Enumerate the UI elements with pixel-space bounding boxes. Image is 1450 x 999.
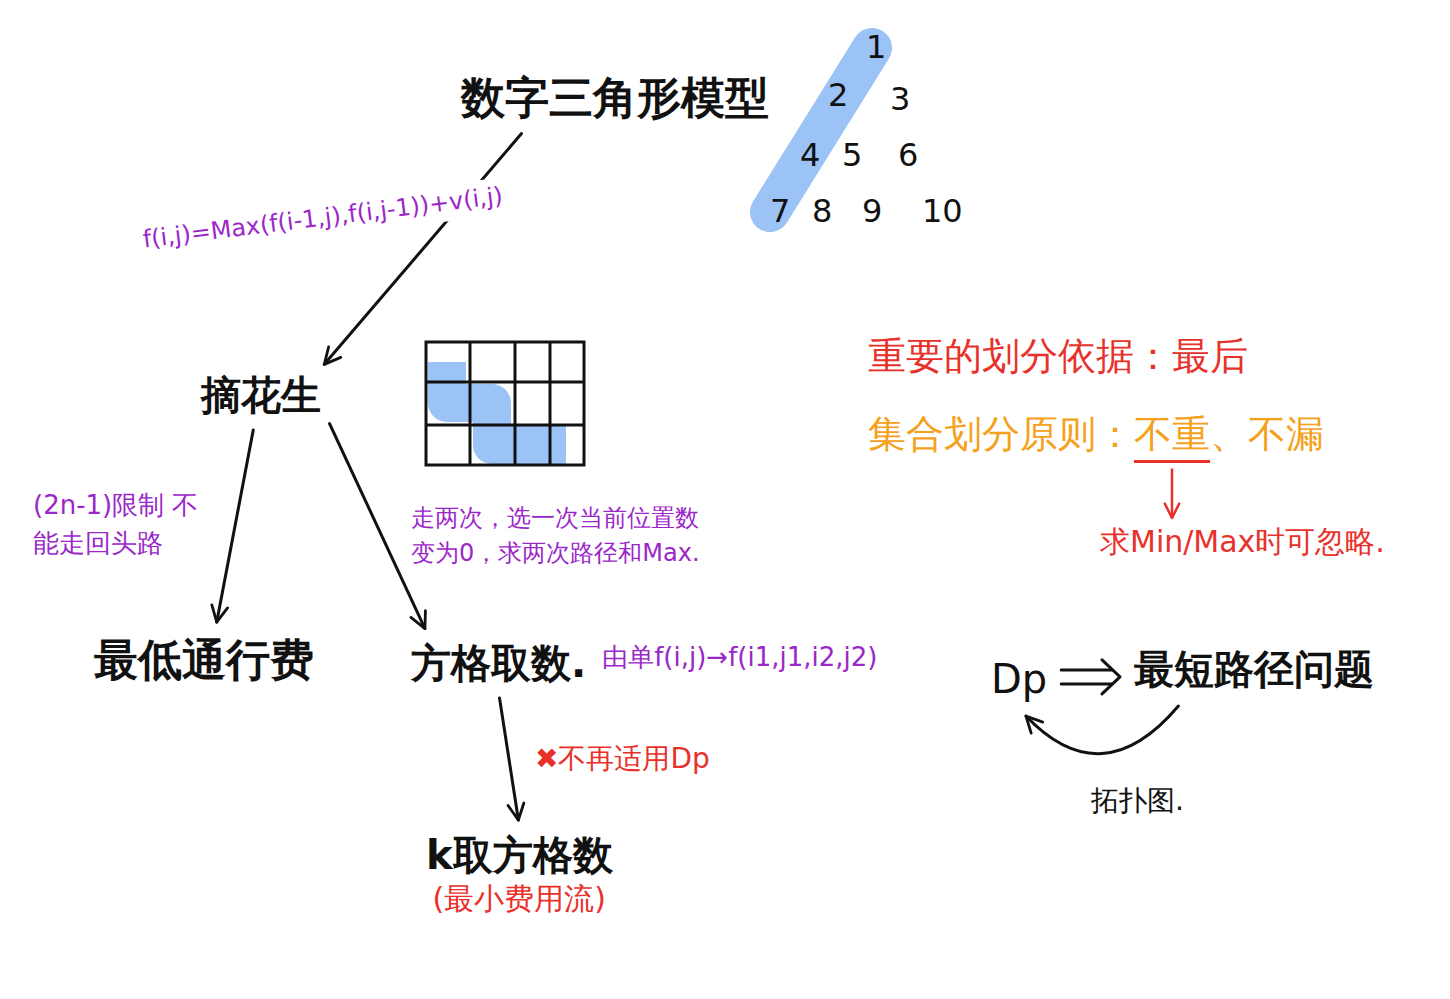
grid-line bbox=[514, 342, 517, 465]
node-title: k取方格数 bbox=[426, 830, 613, 880]
grid-outline bbox=[426, 342, 584, 465]
note-text: 求Min/Max时可忽略. bbox=[1100, 524, 1385, 560]
connector bbox=[1061, 660, 1120, 694]
grid-path-highlight bbox=[447, 362, 566, 445]
node-title: 最低通行费 bbox=[94, 632, 314, 687]
edge-label: ✖不再适用Dp bbox=[532, 738, 713, 781]
triangle-number: 6 bbox=[898, 136, 918, 174]
triangle-number: 1 bbox=[866, 28, 886, 66]
triangle-number: 4 bbox=[800, 136, 820, 174]
note-text: 集合划分原则： bbox=[868, 412, 1134, 458]
grid-line bbox=[426, 381, 584, 384]
topic-node: 方格取数. bbox=[405, 634, 592, 692]
topic-node: k取方格数(最小费用流) bbox=[420, 826, 619, 922]
note-text: 由单f(i,j)→f(i1,j1,i2,j2) bbox=[602, 642, 877, 673]
connector bbox=[324, 134, 521, 365]
node-title: 数字三角形模型 bbox=[461, 70, 769, 125]
grid-line bbox=[426, 424, 584, 427]
connector bbox=[1026, 706, 1178, 754]
node-title: Dp bbox=[991, 654, 1047, 704]
edge-label: f(i,j)=Max(f(i-1,j),f(i,j-1))+v(i,j) bbox=[138, 177, 508, 258]
note-arrow bbox=[1171, 469, 1174, 518]
node-title: 方格取数. bbox=[411, 638, 586, 688]
highlight-band bbox=[770, 48, 872, 212]
topic-node: 数字三角形模型 bbox=[455, 66, 775, 129]
note-text: 、不漏 bbox=[1210, 412, 1324, 458]
edge-label: (2n-1)限制 不能走回头路 bbox=[30, 486, 208, 563]
triangle-number: 2 bbox=[828, 76, 848, 114]
note-text: 重要的划分依据：最后 bbox=[868, 334, 1248, 380]
grid-line bbox=[549, 342, 552, 465]
topic-node: 最短路径问题 bbox=[1128, 640, 1380, 698]
note-text: 不重 bbox=[1134, 412, 1210, 463]
topic-node: 最低通行费 bbox=[88, 628, 320, 691]
triangle-number: 3 bbox=[890, 80, 910, 118]
connector bbox=[217, 430, 254, 622]
connector bbox=[500, 698, 519, 820]
edge-label: 走两次，选一次当前位置数变为0，求两次路径和Max. bbox=[408, 500, 714, 572]
edge-label: 拓扑图. bbox=[1088, 780, 1187, 823]
node-note: (最小费用流) bbox=[426, 880, 613, 918]
triangle-number: 5 bbox=[842, 136, 862, 174]
topic-node: 摘花生 bbox=[195, 366, 327, 424]
triangle-number: 9 bbox=[862, 192, 882, 230]
topic-node: Dp bbox=[985, 650, 1053, 708]
grid-line bbox=[469, 342, 472, 465]
node-title: 最短路径问题 bbox=[1134, 644, 1374, 694]
triangle-number: 8 bbox=[812, 192, 832, 230]
triangle-number: 10 bbox=[922, 192, 963, 230]
node-title: 摘花生 bbox=[201, 370, 321, 420]
triangle-number: 7 bbox=[770, 192, 790, 230]
